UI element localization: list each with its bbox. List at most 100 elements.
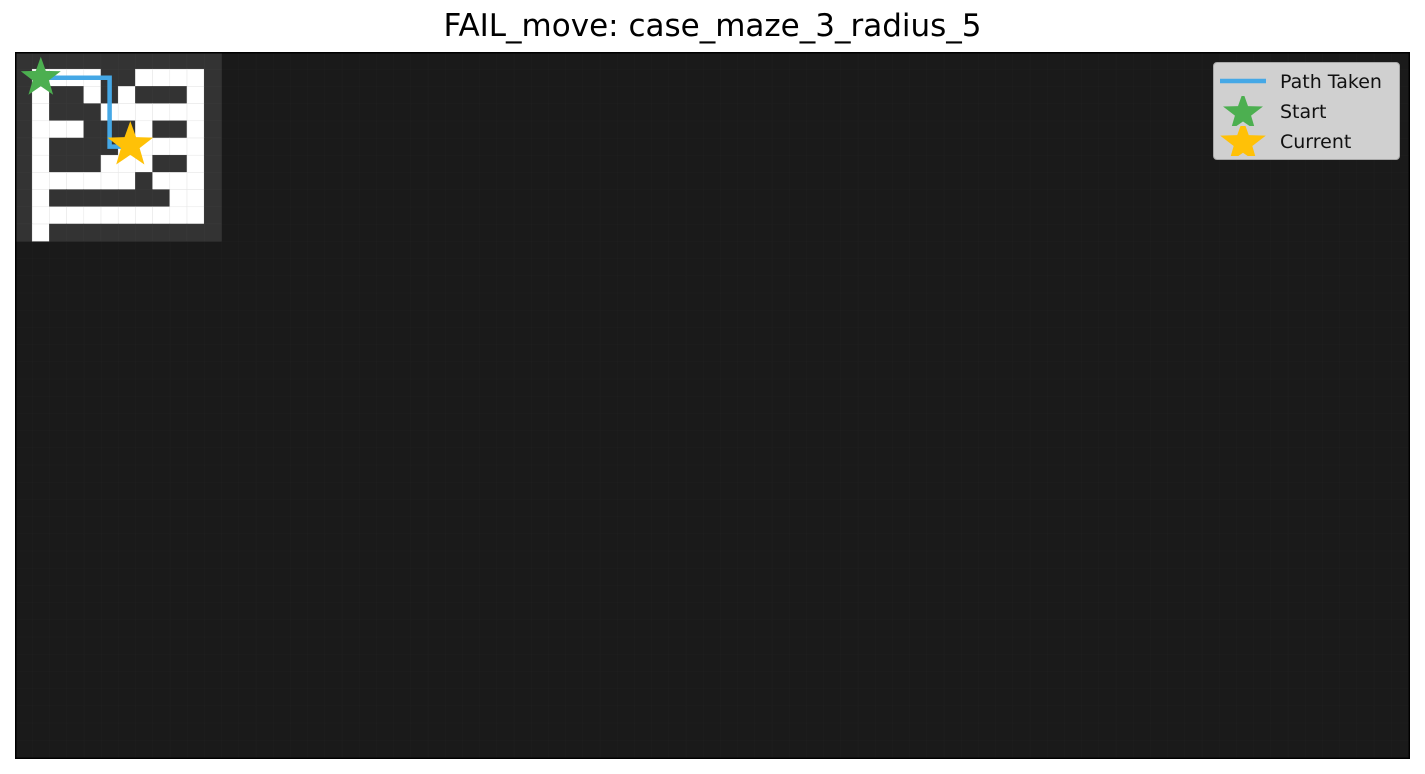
maze-wall-cell	[83, 52, 102, 70]
maze-wall-cell	[152, 189, 171, 208]
maze-wall-cell	[117, 223, 136, 242]
maze-wall-cell	[203, 189, 222, 208]
maze-wall-cell	[152, 52, 171, 70]
maze-wall-cell	[66, 154, 85, 173]
maze-wall-cell	[117, 52, 136, 70]
maze-wall-cell	[15, 154, 33, 173]
maze-wall-cell	[203, 120, 222, 139]
maze-wall-cell	[15, 103, 33, 122]
maze-wall-cell	[83, 120, 102, 139]
legend-item-start: Start	[1214, 96, 1399, 126]
start-star-icon	[1223, 96, 1263, 126]
legend-item-current: Current	[1214, 126, 1399, 156]
maze-wall-cell	[15, 189, 33, 208]
maze-wall-cell	[203, 137, 222, 156]
maze-open-cell	[152, 172, 171, 190]
maze-wall-cell	[49, 223, 67, 242]
maze-wall-cell	[100, 52, 119, 70]
maze-open-cell	[152, 68, 171, 87]
maze-open-cell	[186, 68, 205, 87]
maze-wall-cell	[15, 223, 33, 242]
maze-open-cell	[31, 120, 50, 139]
maze-wall-cell	[152, 154, 171, 173]
board-frame	[15, 52, 1410, 759]
maze-wall-cell	[152, 86, 171, 104]
maze-open-cell	[31, 189, 50, 208]
current-star-icon	[107, 121, 154, 165]
maze-cells	[15, 52, 222, 242]
maze-open-cell	[31, 103, 50, 122]
maze-open-cell	[31, 137, 50, 156]
maze-open-cell	[152, 103, 171, 122]
legend-item-path: Path Taken	[1214, 66, 1399, 96]
maze-open-cell	[152, 206, 171, 225]
maze-wall-cell	[135, 189, 153, 208]
maze-open-cell	[169, 68, 188, 87]
maze-wall-cell	[169, 154, 188, 173]
maze-board	[15, 52, 1410, 759]
maze-open-cell	[31, 206, 50, 225]
maze-wall-cell	[49, 103, 67, 122]
maze-wall-cell	[66, 103, 85, 122]
maze-open-cell	[117, 103, 136, 122]
maze-open-cell	[31, 172, 50, 190]
maze-wall-cell	[15, 120, 33, 139]
maze-wall-cell	[203, 52, 222, 70]
maze-wall-cell	[49, 154, 67, 173]
maze-open-cell	[186, 137, 205, 156]
grid-lines	[15, 52, 1410, 759]
maze-wall-cell	[203, 172, 222, 190]
maze-open-cell	[169, 137, 188, 156]
maze-open-cell	[49, 206, 67, 225]
maze-wall-cell	[66, 86, 85, 104]
maze-open-cell	[49, 172, 67, 190]
maze-wall-cell	[169, 86, 188, 104]
maze-open-cell	[83, 206, 102, 225]
start-star-icon	[20, 56, 61, 95]
maze-wall-cell	[49, 189, 67, 208]
maze-open-cell	[186, 172, 205, 190]
legend-label-start: Start	[1280, 101, 1327, 123]
maze-wall-cell	[135, 223, 153, 242]
maze-wall-cell	[169, 52, 188, 70]
maze-open-cell	[135, 68, 153, 87]
maze-wall-cell	[49, 86, 67, 104]
legend-label-path: Path Taken	[1280, 71, 1382, 93]
maze-wall-cell	[117, 68, 136, 87]
maze-open-cell	[31, 154, 50, 173]
maze-wall-cell	[100, 189, 119, 208]
maze-open-cell	[135, 120, 153, 139]
maze-wall-cell	[83, 103, 102, 122]
maze-wall-cell	[203, 86, 222, 104]
maze-wall-cell	[49, 137, 67, 156]
maze-wall-cell	[203, 68, 222, 87]
maze-open-cell	[169, 172, 188, 190]
maze-wall-cell	[152, 120, 171, 139]
maze-wall-cell	[117, 189, 136, 208]
maze-wall-cell	[135, 86, 153, 104]
maze-open-cell	[135, 206, 153, 225]
maze-wall-cell	[186, 223, 205, 242]
maze-open-cell	[83, 86, 102, 104]
maze-wall-cell	[169, 120, 188, 139]
maze-wall-cell	[49, 52, 67, 70]
maze-open-cell	[100, 172, 119, 190]
maze-wall-cell	[15, 86, 33, 104]
maze-wall-cell	[66, 223, 85, 242]
maze-wall-cell	[15, 52, 33, 70]
maze-open-cell	[117, 86, 136, 104]
current-star-icon	[1220, 126, 1266, 156]
maze-wall-cell	[66, 137, 85, 156]
maze-wall-cell	[169, 223, 188, 242]
maze-wall-cell	[203, 103, 222, 122]
maze-wall-cell	[83, 189, 102, 208]
maze-open-cell	[186, 120, 205, 139]
maze-open-cell	[66, 206, 85, 225]
maze-open-cell	[186, 189, 205, 208]
maze-open-cell	[49, 120, 67, 139]
maze-wall-cell	[15, 137, 33, 156]
maze-open-cell	[186, 103, 205, 122]
maze-wall-cell	[66, 52, 85, 70]
maze-wall-cell	[203, 206, 222, 225]
maze-wall-cell	[83, 137, 102, 156]
